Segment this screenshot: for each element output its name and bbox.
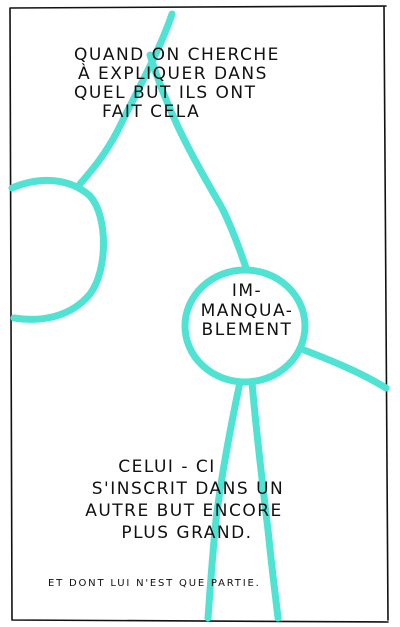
narration-bottom-line: celui - ci: [118, 457, 216, 477]
narration-bottom-line: autre but encore: [85, 501, 283, 522]
cyan-circle-center: [181, 266, 309, 386]
circle-label-line: manqua-: [200, 300, 294, 321]
narration-bottom-line: s'inscrit dans un: [91, 479, 285, 500]
narration-bottom: celui - ci s'inscrit dans un autre but e…: [54, 456, 304, 544]
cyan-branch-lower-right: [248, 378, 282, 622]
cyan-branch-upper: [76, 10, 176, 188]
circle-label-line: blement: [201, 320, 293, 341]
circle-label: Im- manqua- blement: [182, 281, 312, 341]
cyan-branch-trunk: [146, 51, 250, 272]
narration-top: Quand on cherche à expliquer dans quel b…: [74, 45, 280, 123]
cyan-circle-left: [8, 176, 107, 323]
narration-top-line: fait cela: [102, 102, 201, 123]
narration-bottom-line: plus grand.: [121, 523, 253, 544]
narration-top-line: quel but ils ont: [74, 83, 257, 104]
narration-top-line: Quand on cherche: [74, 45, 280, 65]
panel-frame: [9, 5, 389, 623]
circle-label-line: Im-: [231, 281, 263, 301]
cyan-branch-lower-left: [204, 378, 244, 622]
narration-footer: Et dont lui n'est que partie.: [48, 578, 261, 589]
cyan-branch-right: [300, 346, 390, 392]
narration-top-line: à expliquer dans: [78, 64, 268, 85]
